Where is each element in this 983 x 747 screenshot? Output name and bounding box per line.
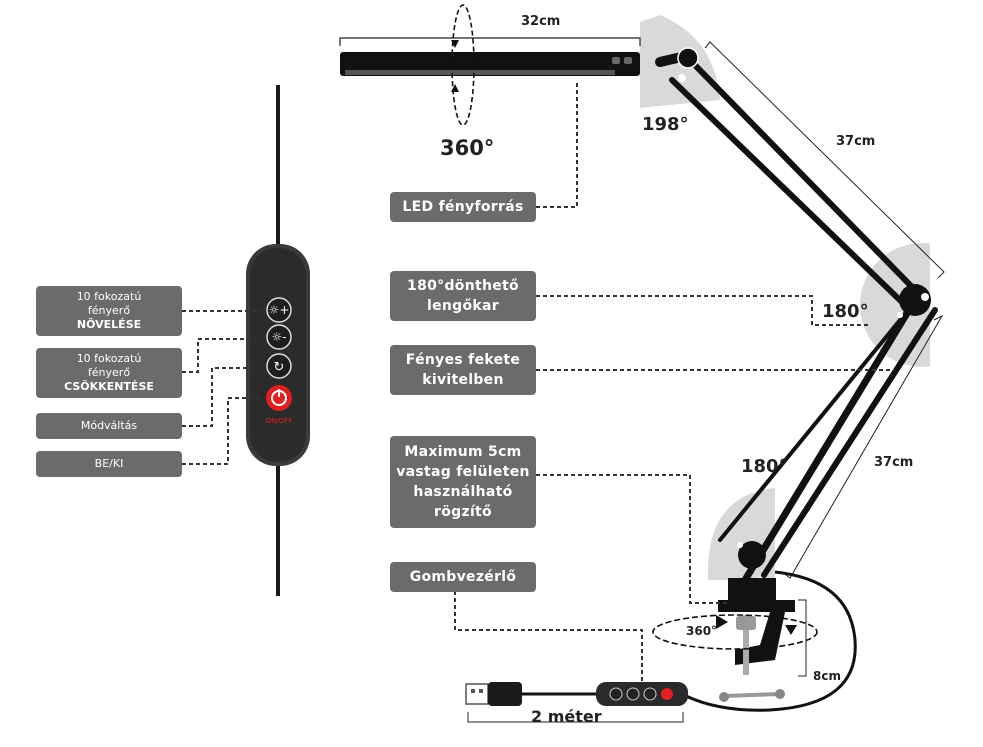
head-joint-angle: 198° bbox=[642, 114, 689, 135]
inline-controller bbox=[596, 682, 688, 706]
brightness-down-button bbox=[266, 324, 292, 350]
clamp-height-bracket bbox=[798, 599, 807, 677]
lamp-cable bbox=[685, 570, 857, 712]
lower-arm-length: 37cm bbox=[874, 455, 914, 470]
head-length-bracket bbox=[339, 37, 641, 46]
upper-arm-length: 37cm bbox=[836, 134, 876, 149]
lamp-arms bbox=[655, 50, 938, 589]
desk-clamp bbox=[718, 578, 795, 702]
head-rotation-label: 360° bbox=[440, 136, 495, 160]
leader-mode bbox=[182, 367, 262, 427]
brightness-up-button bbox=[266, 297, 292, 323]
cable-length-label: 2 méter bbox=[531, 707, 602, 726]
callout-clamp: Maximum 5cm vastag felületen használható… bbox=[390, 436, 536, 528]
callout-tilting-arm: 180°dönthető lengőkar bbox=[390, 271, 536, 321]
power-button bbox=[266, 385, 292, 411]
base-joint-shade bbox=[707, 488, 775, 580]
svg-text:☼-: ☼- bbox=[271, 330, 286, 344]
callout-button-controller: Gombvezérlő bbox=[390, 562, 536, 592]
label-brightness-increase: 10 fokozatú fényerő NÖVELÉSE bbox=[36, 286, 182, 336]
base-rotation-label: 360° bbox=[686, 624, 718, 638]
base-joint-angle: 180° bbox=[741, 456, 788, 477]
leader-power bbox=[182, 397, 262, 465]
base-rotation-arrow bbox=[652, 614, 818, 650]
leader-arm bbox=[536, 295, 868, 326]
label-power: BE/KI bbox=[36, 451, 182, 477]
base-joint bbox=[738, 541, 766, 569]
label-mode-switch: Módváltás bbox=[36, 413, 182, 439]
usb-plug-metal bbox=[465, 683, 489, 705]
cable-length-bracket bbox=[467, 712, 684, 723]
onoff-text: ON/OFF bbox=[266, 417, 293, 425]
head-rotation-arrow bbox=[451, 4, 475, 126]
clamp-height-label: 8cm bbox=[813, 669, 841, 683]
head-joint bbox=[677, 47, 699, 69]
head-length-label: 32cm bbox=[521, 14, 561, 29]
label-brightness-decrease: 10 fokozatú fényerő CSÖKKENTÉSE bbox=[36, 348, 182, 398]
leader-clamp bbox=[536, 474, 730, 604]
callout-glossy-black: Fényes fekete kivitelben bbox=[390, 345, 536, 395]
elbow-joint bbox=[899, 284, 931, 316]
upper-arm-dimension bbox=[704, 41, 945, 279]
mode-button bbox=[266, 353, 292, 379]
callout-led-source: LED fényforrás bbox=[390, 192, 536, 222]
usb-plug-body bbox=[488, 682, 522, 706]
leader-decrease bbox=[182, 338, 262, 373]
svg-text:↻: ↻ bbox=[274, 360, 285, 375]
svg-text:☼+: ☼+ bbox=[269, 303, 290, 317]
leader-controller bbox=[454, 591, 643, 684]
leader-led bbox=[536, 80, 578, 208]
elbow-joint-angle: 180° bbox=[822, 301, 869, 322]
